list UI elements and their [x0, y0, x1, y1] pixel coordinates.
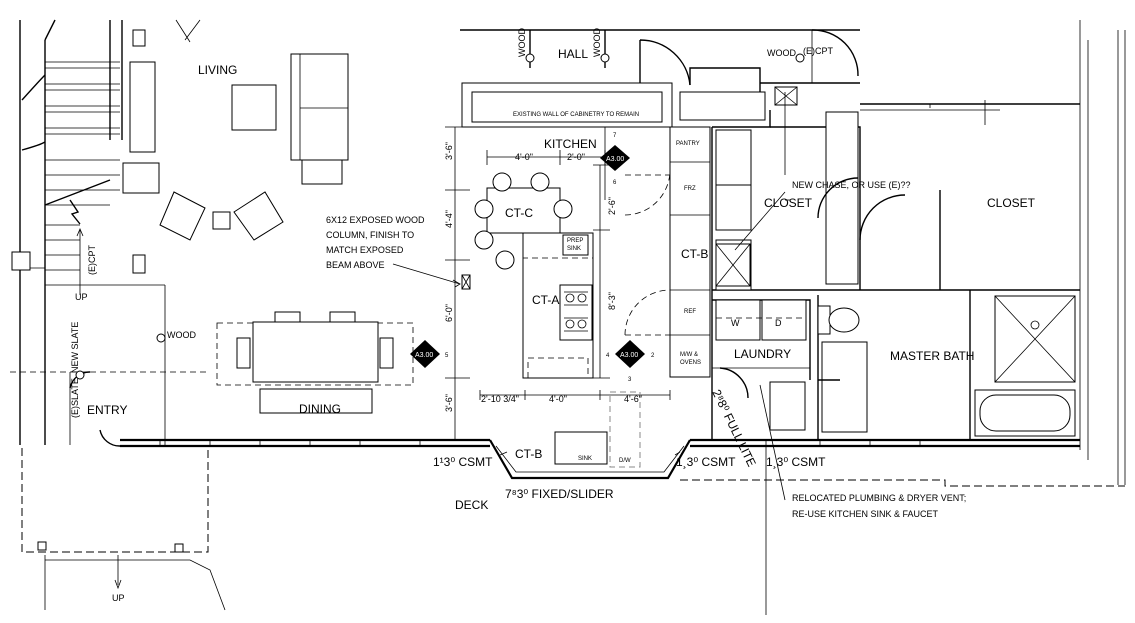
- kitchen-area: [392, 126, 711, 468]
- window-csmt: 1¸3⁰ CSMT: [766, 455, 826, 469]
- room-label-deck: DECK: [455, 498, 488, 512]
- bay-window: [489, 439, 691, 480]
- section-number: 5: [445, 353, 449, 359]
- note-column: COLUMN, FINISH TO: [326, 230, 414, 240]
- note-column: 6X12 EXPOSED WOOD: [326, 215, 425, 225]
- stair-area: [11, 19, 166, 445]
- entry-area: [10, 333, 226, 611]
- section-number: 6: [613, 180, 617, 186]
- dimension-right: 2'-6": [607, 197, 617, 215]
- appliance-dryer: D: [775, 318, 782, 328]
- floor-tag-wood: WOOD: [517, 28, 527, 57]
- floor-tag-wood: WOOD: [592, 28, 602, 57]
- room-label-entry: ENTRY: [87, 403, 127, 417]
- closet-area: [711, 86, 1080, 440]
- floor-tag-new-slate: NEW SLATE: [70, 322, 80, 373]
- dimension-bottom: 4'-0": [549, 394, 567, 404]
- section-number: 7: [613, 133, 617, 139]
- dimension-top: 4'-0": [515, 152, 533, 162]
- floor-tag-e-cpt: (E)CPT: [87, 245, 97, 275]
- appliance-pantry: PANTRY: [676, 141, 700, 147]
- laundry-bath: [712, 290, 1076, 440]
- section-tags: [410, 145, 645, 368]
- room-label-kitchen: KITCHEN: [544, 137, 597, 151]
- living-furniture: [122, 19, 349, 241]
- window-csmt: 1¹3⁰ CSMT: [433, 455, 493, 469]
- appliance-prep-sink: PREP: [567, 238, 583, 244]
- dimension-top: 2'-0": [567, 152, 585, 162]
- counter-ct-b-right: CT-B: [681, 247, 708, 261]
- counter-ct-a: CT-A: [532, 293, 559, 307]
- room-label-living: LIVING: [198, 63, 237, 77]
- dimension-right: 8'-3": [607, 292, 617, 310]
- deck-up-label: UP: [112, 593, 125, 603]
- room-label-master-bath: MASTER BATH: [890, 349, 974, 363]
- section-number: 2: [651, 353, 655, 359]
- existing-cabinetry: [461, 82, 766, 128]
- dimension-left: 3'-6": [444, 142, 454, 160]
- section-number: 3: [628, 377, 632, 383]
- floor-tag-wood: WOOD: [167, 330, 196, 340]
- appliance-washer: W: [731, 318, 740, 328]
- dimension-left: 4'-4": [444, 210, 454, 228]
- appliance-mw: M/W &: [680, 352, 698, 358]
- appliance-dw: D/W: [619, 458, 631, 464]
- exterior-wall: [99, 20, 1126, 487]
- window-csmt: 1¸3⁰ CSMT: [676, 455, 736, 469]
- appliance-sink: SINK: [578, 456, 592, 462]
- dining-area: [216, 311, 414, 414]
- floor-tag-e-cpt: (E)CPT: [803, 46, 833, 56]
- floor-tag-e-slate: (E)SLATE: [70, 378, 80, 418]
- room-label-closet: CLOSET: [987, 196, 1036, 210]
- note-column: MATCH EXPOSED: [326, 245, 404, 255]
- room-label-closet: CLOSET: [764, 196, 813, 210]
- hall-area: [460, 29, 860, 110]
- note-column: BEAM ABOVE: [326, 260, 385, 270]
- dimension-left: 3'-6": [444, 394, 454, 412]
- room-label-dining: DINING: [299, 402, 341, 416]
- counter-ct-b-bottom: CT-B: [515, 447, 542, 461]
- counter-ct-c: CT-C: [505, 206, 533, 220]
- appliance-ref: REF: [684, 309, 696, 315]
- floor-tag-wood: WOOD: [767, 48, 796, 58]
- note-plumbing: RELOCATED PLUMBING & DRYER VENT;: [792, 493, 966, 503]
- room-label-laundry: LAUNDRY: [734, 347, 791, 361]
- stair-up-label: UP: [75, 292, 88, 302]
- note-chase: NEW CHASE, OR USE (E)??: [792, 180, 911, 190]
- note-existing-wall: EXISTING WALL OF CABINETRY TO REMAIN: [513, 112, 639, 118]
- dimension-left: 6'-0": [444, 304, 454, 322]
- appliance-frz: FRZ: [684, 186, 696, 192]
- note-plumbing: RE-USE KITCHEN SINK & FAUCET: [792, 509, 939, 519]
- room-label-hall: HALL: [558, 47, 588, 61]
- section-tag: A3.00: [620, 352, 638, 359]
- section-number: 4: [606, 353, 610, 359]
- leaders: [759, 384, 786, 615]
- window-fixed-slider: 7⁸3⁰ FIXED/SLIDER: [505, 487, 614, 501]
- dimension-bottom: 2'-10 3/4": [481, 394, 519, 404]
- appliance-ovens: OVENS: [680, 360, 701, 366]
- section-tag: A3.00: [415, 352, 433, 359]
- dimension-bottom: 4'-6": [624, 394, 642, 404]
- appliance-prep-sink: SINK: [567, 246, 581, 252]
- section-tag: A3.00: [606, 156, 624, 163]
